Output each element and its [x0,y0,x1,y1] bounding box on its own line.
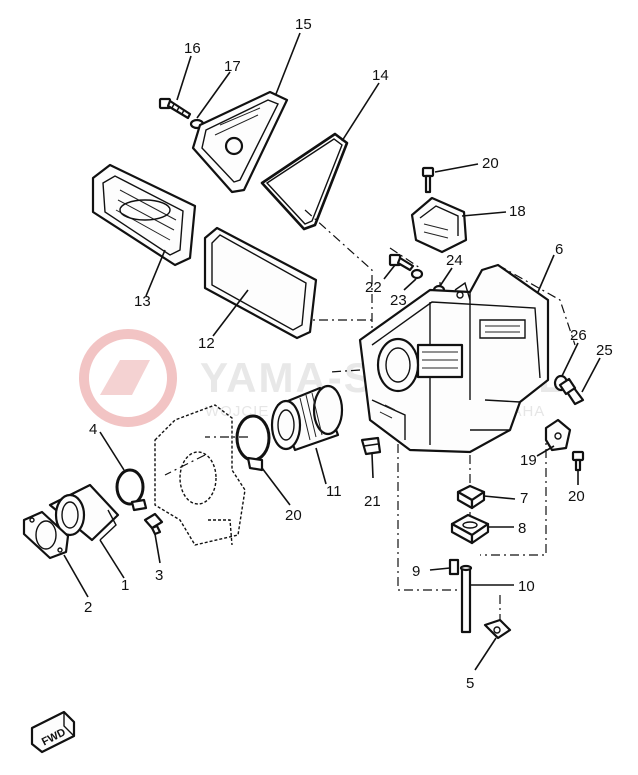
callout-11: 11 [326,483,342,500]
leader-lines [63,32,601,671]
callout-22: 21 [364,493,381,510]
part-18-cap [410,196,468,254]
part-9-pin [448,558,460,576]
callout-26: 25 [596,342,613,359]
watermark-logo [79,329,177,427]
part-1-carb-joint [48,483,120,542]
callout-9: 9 [412,563,420,580]
part-20-screw-lower [571,450,585,472]
callout-15: 15 [295,16,312,33]
callout-6: 6 [555,241,563,258]
callout-2: 2 [84,599,92,616]
part-16-bolt [158,97,192,120]
fwd-indicator: FWD [30,710,76,754]
part-2-gasket [22,510,70,560]
part-24-washer [410,268,424,280]
part-15-cover [191,90,289,194]
part-8-holder [450,513,490,545]
callout-18: 18 [509,203,526,220]
callout-20-lower: 20 [568,488,585,505]
part-7-pad [456,484,486,510]
part-19-bracket [544,418,572,452]
callout-4: 4 [89,421,97,438]
crankcase-outline [154,404,246,546]
callout-7: 7 [520,490,528,507]
part-3-bolt [143,512,164,536]
callout-23: 22 [365,279,382,296]
callout-5: 5 [466,675,474,692]
callout-27: 26 [570,327,587,344]
part-13-reed-plate [91,163,197,267]
part-21-clamp [235,414,271,472]
callout-12: 12 [198,335,215,352]
callout-3: 3 [155,567,163,584]
callout-8: 8 [518,520,526,537]
part-6-airbox [358,263,550,454]
callout-1: 1 [121,577,129,594]
part-5-clamp [483,618,512,640]
callouts: 16 17 15 14 20 18 6 24 22 23 26 25 19 20… [84,16,613,692]
callout-19: 19 [520,452,537,469]
callout-24: 23 [390,292,407,309]
callout-20-top: 20 [482,155,499,172]
callout-14: 14 [372,67,389,84]
part-22-plug [360,436,382,456]
callout-13: 13 [134,293,151,310]
watermark-brand: YAMA-S [200,354,374,401]
part-20-screw-top [421,166,435,194]
part-4-clamp [115,468,148,512]
callout-17: 17 [224,58,241,75]
callout-16: 16 [184,40,201,57]
callout-21: 20 [285,507,302,524]
part-26-bolt [558,377,585,406]
watermark-logo-mark [100,360,150,395]
part-14-gasket [260,132,349,231]
callout-25: 24 [446,252,463,269]
part-11-joint [270,384,344,452]
part-12-gasket-sheet [203,226,318,340]
part-10-hose [459,564,473,634]
callout-10: 10 [518,578,535,595]
